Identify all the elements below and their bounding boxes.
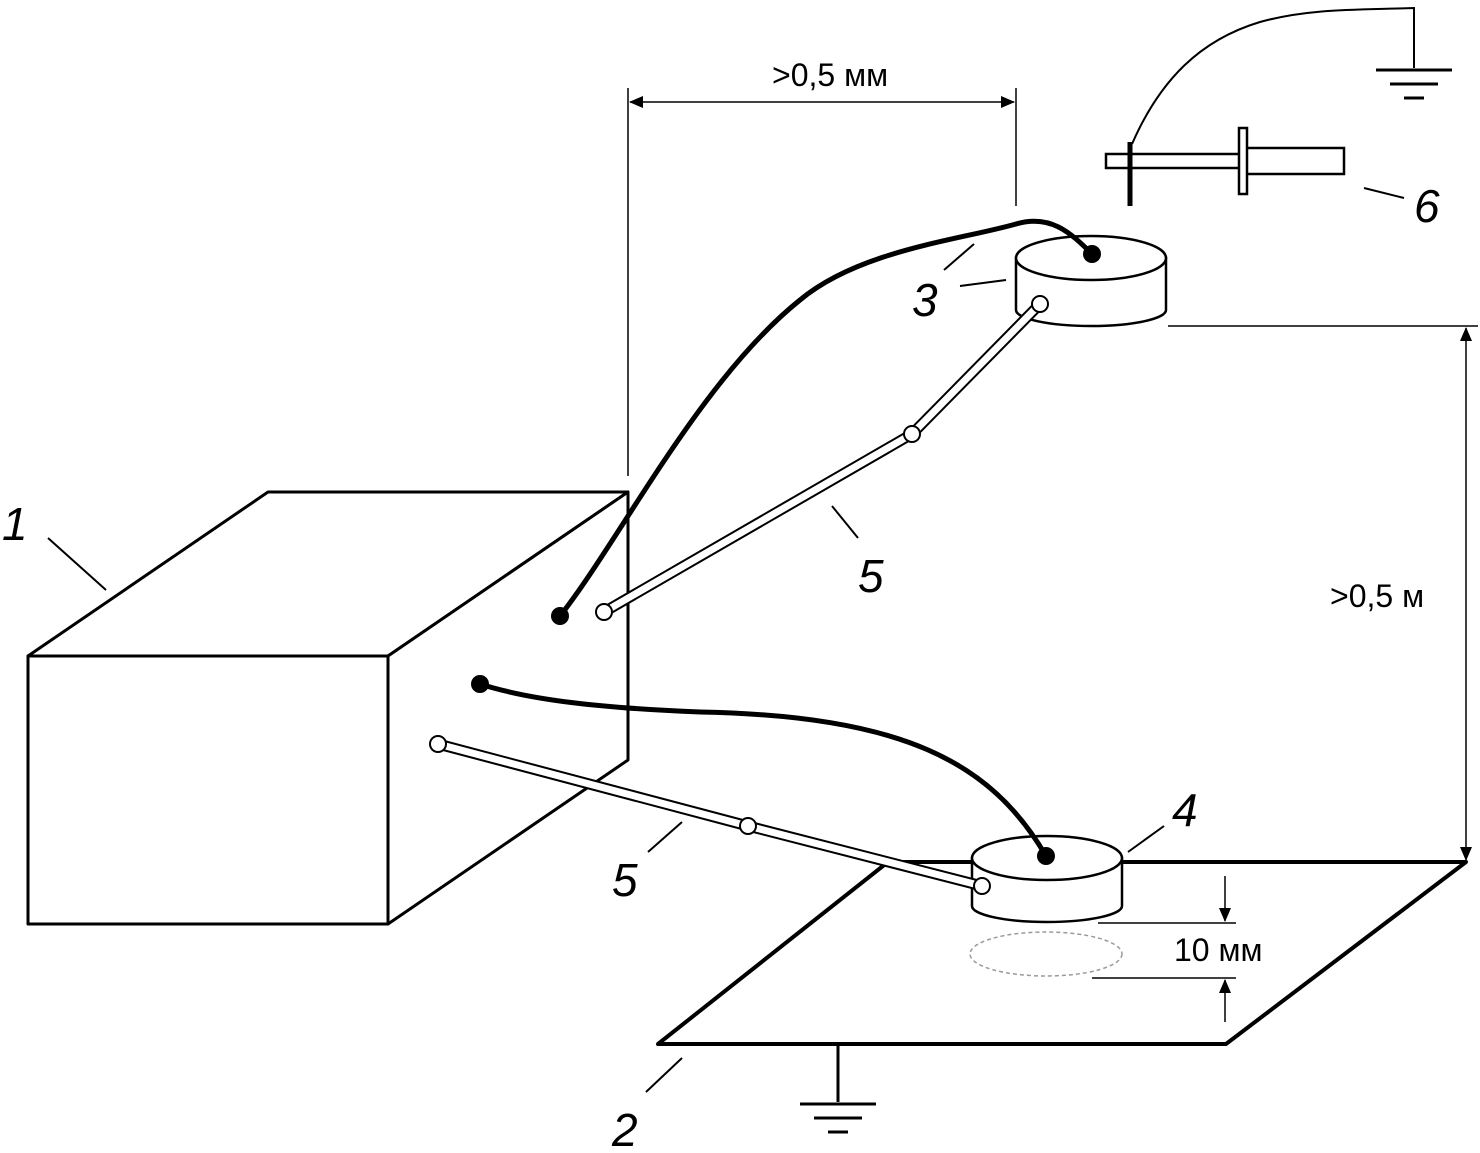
cable-terminal <box>1083 245 1101 263</box>
leader-line-5b <box>647 821 683 853</box>
generator-box <box>26 490 630 926</box>
label-5-lower: 5 <box>612 854 638 906</box>
cable-terminal <box>471 675 489 693</box>
insulating-rod-upper <box>595 295 1049 621</box>
leader-line-4 <box>1127 825 1165 853</box>
dimension-vertical <box>1168 325 1478 861</box>
dimension-horizontal-label: >0,5 мм <box>772 57 888 93</box>
insulating-rod-lower <box>429 735 991 895</box>
cable-terminal <box>1037 847 1055 865</box>
dimension-10mm <box>1092 876 1236 1022</box>
label-5-upper: 5 <box>858 550 884 602</box>
probe-ground-wire <box>1131 6 1415 145</box>
dimension-vertical-label: >0,5 м <box>1330 578 1424 614</box>
cables <box>477 218 1095 859</box>
dimension-vertical-label-bg <box>1328 574 1448 618</box>
dimension-10mm-label: 10 мм <box>1174 932 1262 968</box>
label-6: 6 <box>1414 180 1440 232</box>
leader-line-3a <box>959 279 1007 287</box>
label-4: 4 <box>1172 784 1198 836</box>
dimension-horizontal <box>627 88 1017 476</box>
leader-line-3b <box>943 243 975 271</box>
ground-icon <box>1376 68 1452 100</box>
ground-plate <box>656 860 1468 1046</box>
ground-icon <box>800 1044 876 1134</box>
label-3: 3 <box>912 274 938 326</box>
leader-line-2 <box>645 1057 683 1093</box>
label-1: 1 <box>2 498 28 550</box>
leader-line-6 <box>1363 187 1405 199</box>
leader-line-5a <box>831 505 859 539</box>
leader-line-1 <box>47 537 107 591</box>
discharge-probe <box>1104 126 1346 206</box>
electrode-footprint <box>969 931 1123 977</box>
cable-terminal <box>551 607 569 625</box>
lower-electrode <box>970 834 1124 924</box>
label-2: 2 <box>611 1104 638 1153</box>
